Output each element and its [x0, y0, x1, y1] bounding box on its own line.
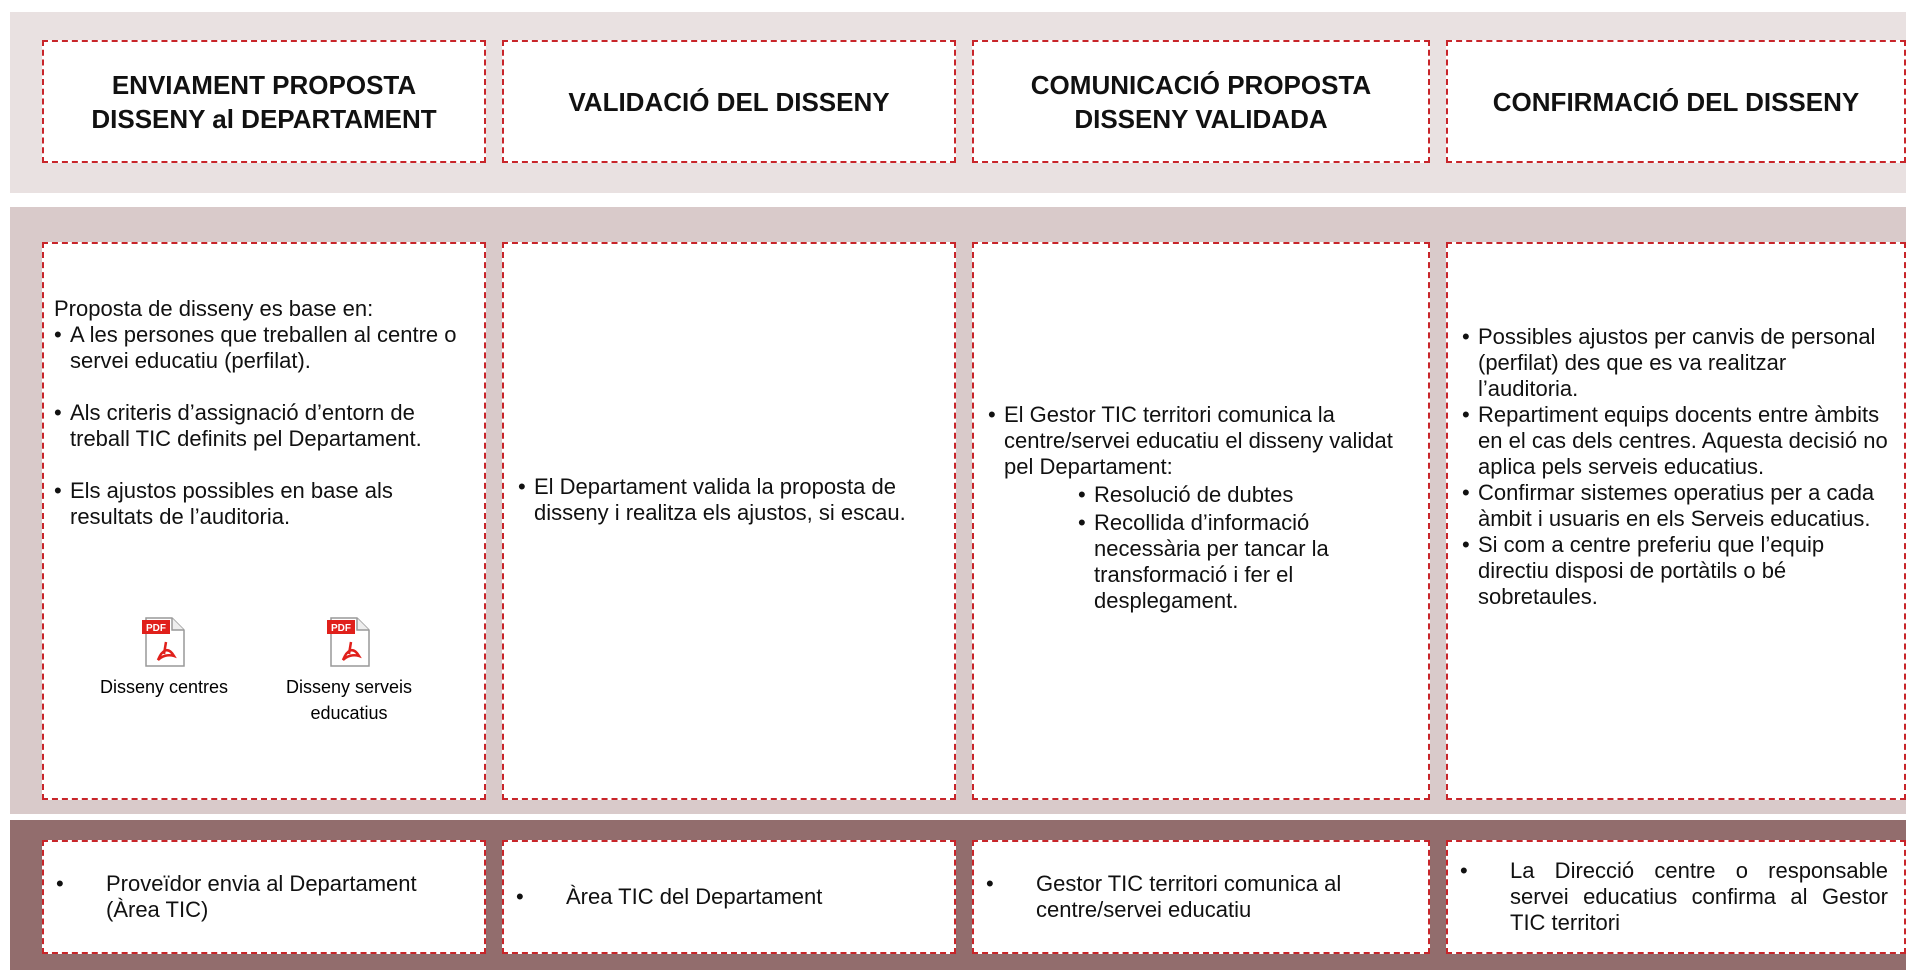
bullet-glyph: •	[986, 871, 994, 896]
detail-sublist: Resolució de dubtes Recollida d’informac…	[1078, 482, 1408, 614]
pdf-file-icon: PDF	[327, 617, 370, 667]
detail-item: Possibles ajustos per canvis de personal…	[1462, 324, 1888, 402]
detail-list: El Gestor TIC territori comunica la cent…	[988, 402, 1408, 480]
pdf-label: Disseny centres	[99, 677, 229, 697]
detail-subitem: Recollida d’informació necessària per ta…	[1078, 510, 1408, 614]
responsible-text: Proveïdor envia al Departament (Àrea TIC…	[106, 871, 417, 922]
phase-detail-4: Possibles ajustos per canvis de personal…	[1446, 242, 1906, 800]
detail-item: Confirmar sistemes operatius per a cada …	[1462, 480, 1888, 532]
pdf-link-disseny-serveis[interactable]: PDF Disseny serveis educatius	[264, 616, 434, 726]
bullet-glyph: •	[56, 871, 64, 896]
phase-title-3: COMUNICACIÓ PROPOSTA DISSENY VALIDADA	[1030, 69, 1372, 134]
detail-item: Als criteris d’assignació d’entorn de tr…	[54, 400, 474, 452]
pdf-file-icon: PDF	[142, 617, 185, 667]
responsible-3: • Gestor TIC territori comunica al centre…	[972, 840, 1430, 954]
phase-detail-3: El Gestor TIC territori comunica la cent…	[972, 242, 1430, 800]
responsible-text: Àrea TIC del Departament	[566, 884, 823, 909]
phase-title-2: VALIDACIÓ DEL DISSENY	[568, 86, 890, 117]
phase-header-4: CONFIRMACIÓ DEL DISSENY	[1446, 40, 1906, 163]
phase-title-4: CONFIRMACIÓ DEL DISSENY	[1492, 86, 1860, 117]
pdf-link-disseny-centres[interactable]: PDF Disseny centres	[94, 616, 234, 700]
phase-detail-2: El Departament valida la proposta de dis…	[502, 242, 956, 800]
bullet-glyph: •	[1460, 858, 1468, 883]
svg-text:PDF: PDF	[146, 623, 166, 634]
pdf-label: Disseny serveis educatius	[285, 677, 413, 723]
detail-item: Repartiment equips docents entre àmbits …	[1462, 402, 1888, 480]
detail-list: A les persones que treballen al centre o…	[54, 322, 474, 530]
detail-intro: Proposta de disseny es base en:	[54, 296, 374, 321]
detail-list: El Departament valida la proposta de dis…	[518, 474, 938, 526]
phase-header-3: COMUNICACIÓ PROPOSTA DISSENY VALIDADA	[972, 40, 1430, 163]
detail-subitem: Resolució de dubtes	[1078, 482, 1408, 508]
phase-detail-1: Proposta de disseny es base en: A les pe…	[42, 242, 486, 800]
detail-item: El Gestor TIC territori comunica la cent…	[988, 402, 1408, 480]
detail-item: Els ajustos possibles en base als result…	[54, 478, 474, 530]
detail-list: Possibles ajustos per canvis de personal…	[1462, 324, 1888, 610]
phase-header-1: ENVIAMENT PROPOSTA DISSENY al DEPARTAMEN…	[42, 40, 486, 163]
responsible-1: • Proveïdor envia al Departament (Àrea TI…	[42, 840, 486, 954]
phase-header-2: VALIDACIÓ DEL DISSENY	[502, 40, 956, 163]
detail-item: El Departament valida la proposta de dis…	[518, 474, 938, 526]
phase-title-1: ENVIAMENT PROPOSTA DISSENY al DEPARTAMEN…	[91, 69, 437, 134]
responsible-text: La Direcció centre o responsable servei …	[1510, 858, 1888, 935]
bullet-glyph: •	[516, 884, 524, 909]
detail-item: Si com a centre preferiu que l’equip dir…	[1462, 532, 1888, 610]
svg-text:PDF: PDF	[331, 623, 351, 634]
responsible-2: • Àrea TIC del Departament	[502, 840, 956, 954]
responsible-4: • La Direcció centre o responsable servei…	[1446, 840, 1906, 954]
detail-item: A les persones que treballen al centre o…	[54, 322, 474, 374]
responsible-text: Gestor TIC territori comunica al centre/…	[1036, 871, 1342, 922]
